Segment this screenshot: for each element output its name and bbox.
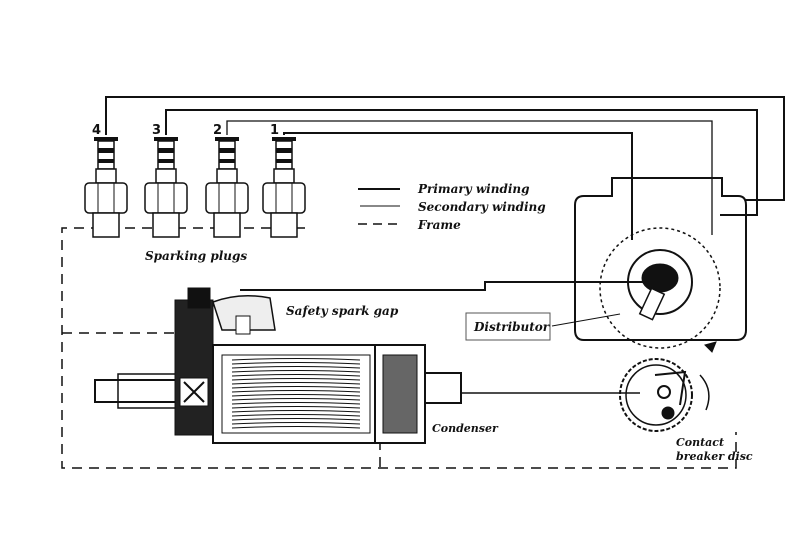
contact-breaker [619,341,717,432]
lead-plug-3 [165,109,758,216]
winding-line [231,402,361,405]
distributor-label: Distributor [473,320,551,334]
plug-number: 4 [92,123,101,138]
lead-plug-1 [283,132,633,240]
winding-line [231,410,361,413]
winding-line [231,426,361,429]
breaker-label-1: Contact [676,436,724,449]
distributor-label-box [465,312,551,341]
lead-plug-4 [105,96,785,201]
spark-plug [84,137,128,238]
winding-line [231,370,361,373]
frame-lines [61,227,737,469]
plug-number: 3 [152,123,161,138]
distributor [574,177,747,349]
lead-coil-distributor [240,281,655,291]
spark-plug [144,137,188,238]
winding-line [231,366,361,369]
winding-line [231,378,361,381]
legend-primary: Primary winding [417,182,530,196]
winding-line [231,422,361,425]
plug-number: 2 [213,123,222,138]
legend: Primary winding Secondary winding Frame [358,182,546,232]
winding-line [231,394,361,397]
winding-line [231,398,361,401]
winding-line [231,386,361,389]
plugs-label: Sparking plugs [145,249,247,263]
plug-number: 1 [270,123,279,138]
winding-line [231,418,361,421]
breaker-label-2: breaker disc [676,450,753,463]
winding-line [231,390,361,393]
spark-plug [205,137,249,238]
winding-line [231,382,361,385]
safety-spark-gap-label: Safety spark gap [286,304,399,318]
winding-line [231,358,361,361]
sparking-plugs: 4 3 2 1 [84,123,306,238]
legend-secondary: Secondary winding [418,200,546,214]
winding-line [231,414,361,417]
winding-line [231,406,361,409]
condenser-label: Condenser [432,422,499,435]
distributor-pointer [551,313,621,327]
winding-line [231,374,361,377]
ignition-coil [94,287,462,444]
winding-line [231,362,361,365]
spark-plug [262,137,306,238]
legend-frame: Frame [417,218,461,232]
